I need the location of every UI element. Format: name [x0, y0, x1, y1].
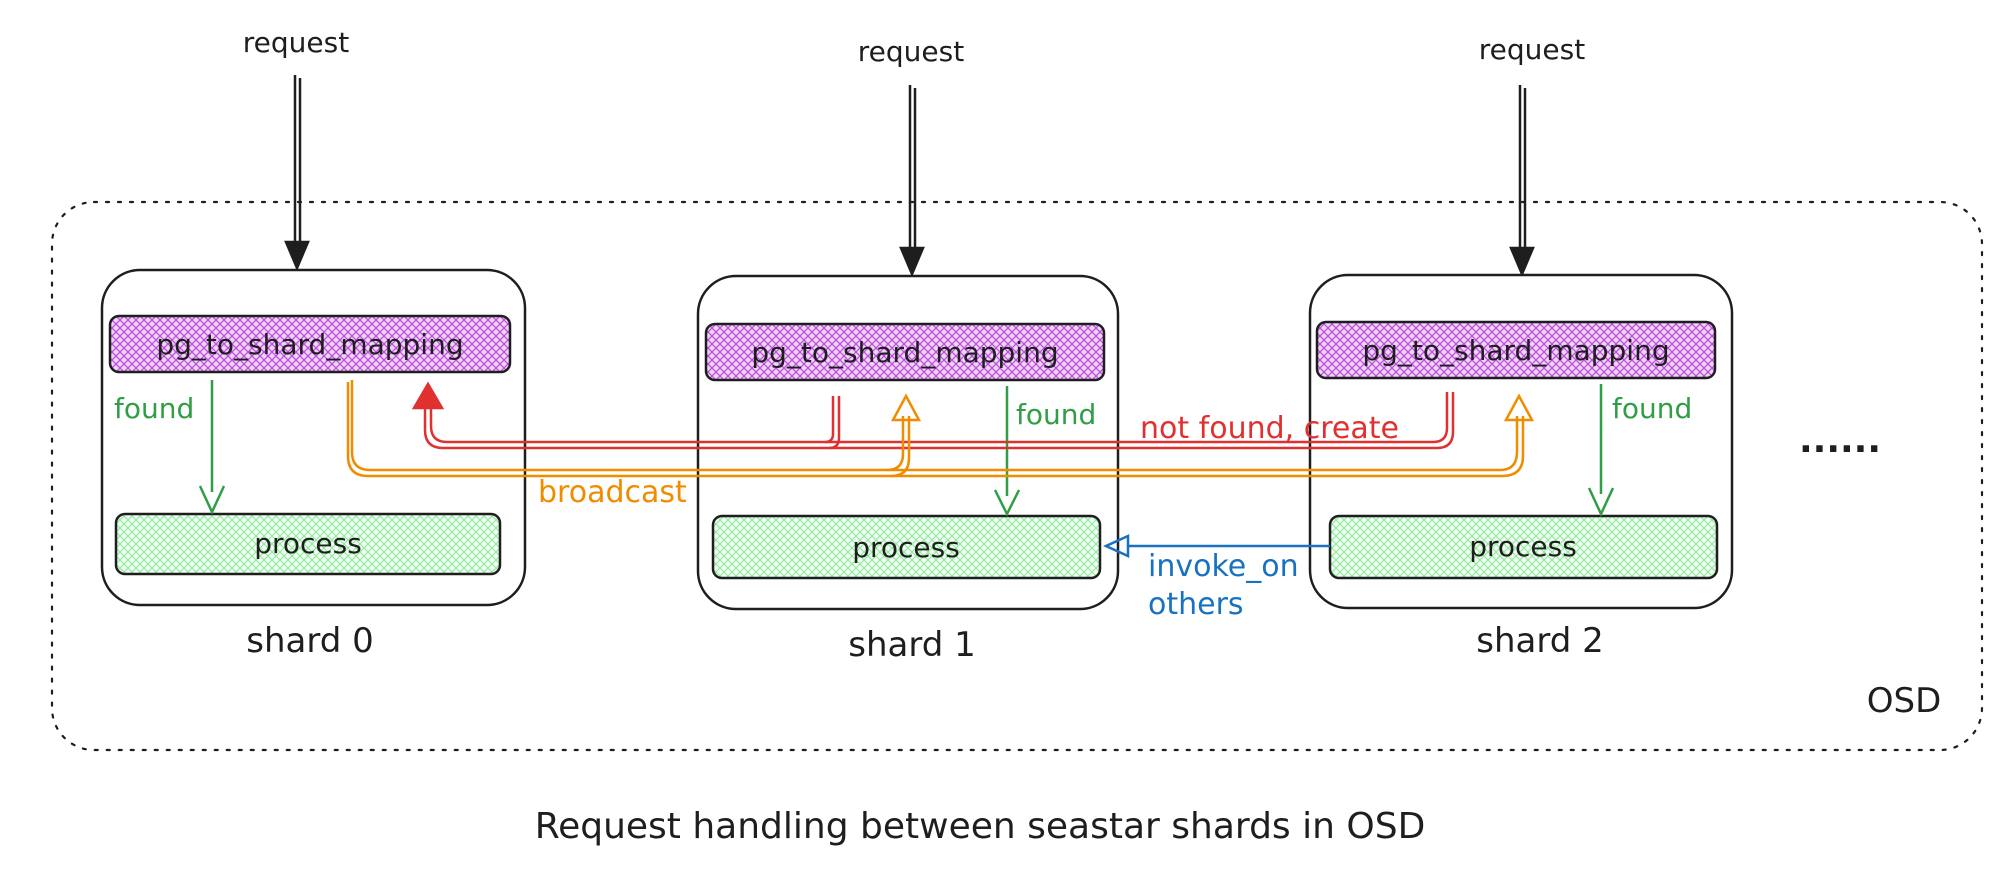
found-label-2: found — [1612, 392, 1692, 425]
shard-1-label: shard 1 — [848, 625, 976, 665]
request-arrow-1 — [899, 85, 925, 278]
broadcast-arrow — [346, 380, 1535, 478]
osd-container — [50, 200, 1984, 752]
request-label-1: request — [858, 35, 964, 68]
found-arrow-0 — [198, 380, 226, 515]
invoke-on-label-line2: others — [1148, 587, 1244, 622]
not-found-create-label: not found, create — [1140, 411, 1399, 446]
invoke-on-arrow — [1102, 534, 1330, 558]
invoke-on-label-line1: invoke_on — [1148, 549, 1299, 584]
found-arrow-2 — [1587, 384, 1615, 517]
shard-2-process-label: process — [1469, 530, 1577, 563]
not-found-create-arrow — [411, 381, 1455, 450]
request-label-0: request — [243, 26, 349, 59]
shard-0-mapping-label: pg_to_shard_mapping — [156, 328, 463, 361]
request-label-2: request — [1479, 33, 1585, 66]
shard-2-mapping-box — [1315, 320, 1717, 380]
shard-0-process-label: process — [254, 527, 362, 560]
more-shards-ellipsis: ...... — [1799, 420, 1881, 461]
shard-2-label: shard 2 — [1476, 621, 1604, 661]
shard-1-process-label: process — [852, 531, 960, 564]
shard-0-label: shard 0 — [246, 621, 374, 661]
shard-1-mapping-label: pg_to_shard_mapping — [751, 336, 1058, 369]
shard-1-mapping-box — [704, 322, 1106, 382]
request-arrow-0 — [284, 75, 310, 272]
broadcast-label: broadcast — [538, 475, 687, 510]
shard-2-mapping-label: pg_to_shard_mapping — [1362, 334, 1669, 367]
shard-0-mapping-box — [108, 314, 512, 374]
request-arrow-2 — [1509, 85, 1535, 278]
shard-1-process-box — [711, 514, 1102, 580]
found-label-1: found — [1016, 398, 1096, 431]
osd-label: OSD — [1867, 681, 1942, 721]
found-label-0: found — [114, 392, 194, 425]
caption: Request handling between seastar shards … — [535, 806, 1426, 847]
shard-0-process-box — [114, 512, 502, 576]
